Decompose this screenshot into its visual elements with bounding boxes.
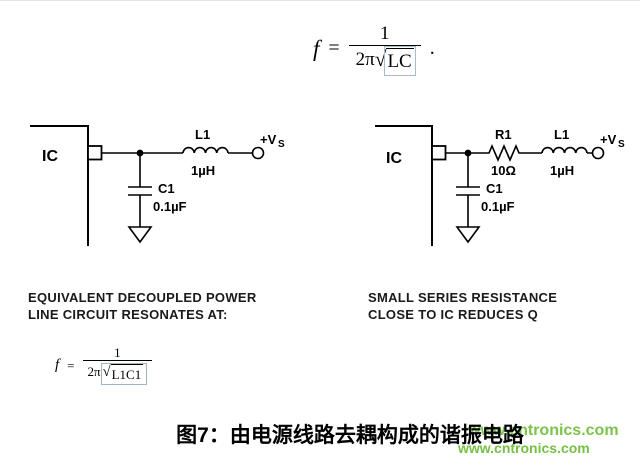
capacitor-symbol xyxy=(128,153,152,227)
watermark: www.cntronics.com xyxy=(458,440,590,456)
ic-outline xyxy=(30,125,89,246)
ground-symbol xyxy=(455,226,481,244)
denominator-prefix: 2π xyxy=(87,364,101,379)
fraction-denominator: 2π √ L1C1 xyxy=(82,360,153,386)
supply-label: +V xyxy=(600,132,617,147)
formula-equals: = xyxy=(328,37,340,59)
capacitor-symbol xyxy=(456,153,480,227)
formula-equals: = xyxy=(67,357,75,373)
capacitor-label: C1 xyxy=(158,181,175,196)
supply-terminal xyxy=(251,146,265,160)
inductor-symbol xyxy=(182,146,229,154)
fraction-numerator: 1 xyxy=(114,345,121,360)
resonance-formula: f = 1 2π √ LC . xyxy=(313,23,435,76)
ic-outline xyxy=(375,125,433,246)
right-note: SMALL SERIES RESISTANCE CLOSE TO IC REDU… xyxy=(368,289,557,323)
left-note-line2: LINE CIRCUIT RESONATES AT: xyxy=(28,307,228,322)
fraction-numerator: 1 xyxy=(379,23,390,44)
ic-pin-square xyxy=(431,145,447,161)
formula-period: . xyxy=(429,37,435,59)
ic-label: IC xyxy=(42,148,58,165)
formula-fraction: 1 2π √ L1C1 xyxy=(82,345,153,386)
left-note: EQUIVALENT DECOUPLED POWER LINE CIRCUIT … xyxy=(28,289,257,323)
damped-circuit-right: IC C1 0.1µF R1 10Ω L1 1µH +V S xyxy=(375,125,625,246)
formula-fraction: 1 2π √ LC xyxy=(348,23,421,76)
ic-label: IC xyxy=(386,150,402,167)
supply-terminal xyxy=(591,146,605,160)
inductor-label: L1 xyxy=(195,127,210,142)
fraction-denominator: 2π √ LC xyxy=(348,45,421,76)
resonance-formula-small: f = 1 2π √ L1C1 xyxy=(55,345,153,386)
ic-pin-square xyxy=(87,145,103,161)
sqrt-sign: √ xyxy=(374,47,387,71)
figure-caption: 图7：由电源线路去耦构成的谐振电路 xyxy=(176,424,524,447)
decoupled-circuit-left: IC C1 0.1µF L1 1µH +V S xyxy=(30,125,285,246)
inductor-symbol xyxy=(541,146,588,154)
inductor-value: 1µH xyxy=(550,163,574,178)
formula-f: f xyxy=(55,357,60,373)
capacitor-value: 0.1µF xyxy=(153,199,187,214)
radicand: L1C1 xyxy=(110,364,144,383)
supply-label-sub: S xyxy=(278,139,285,150)
watermark-ghost: www.cntronics.com xyxy=(468,422,619,439)
resistor-label: R1 xyxy=(495,127,512,142)
right-note-line2: CLOSE TO IC REDUCES Q xyxy=(368,307,539,322)
supply-label-sub: S xyxy=(618,139,625,150)
capacitor-label: C1 xyxy=(486,181,503,196)
right-note-line1: SMALL SERIES RESISTANCE xyxy=(368,290,558,305)
inductor-label: L1 xyxy=(554,127,569,142)
radicand: LC xyxy=(384,46,416,76)
capacitor-value: 0.1µF xyxy=(481,199,515,214)
supply-label: +V xyxy=(260,132,277,147)
ground-symbol xyxy=(127,226,153,244)
sqrt-sign: √ xyxy=(102,364,111,380)
inductor-value: 1µH xyxy=(191,163,215,178)
formula-f: f xyxy=(313,35,320,61)
resistor-value: 10Ω xyxy=(491,163,516,178)
denominator-prefix: 2π xyxy=(355,49,375,70)
radical-boxed-group: √ L1C1 xyxy=(100,363,148,385)
left-note-line1: EQUIVALENT DECOUPLED POWER xyxy=(28,290,257,305)
resistor-symbol xyxy=(485,143,523,163)
